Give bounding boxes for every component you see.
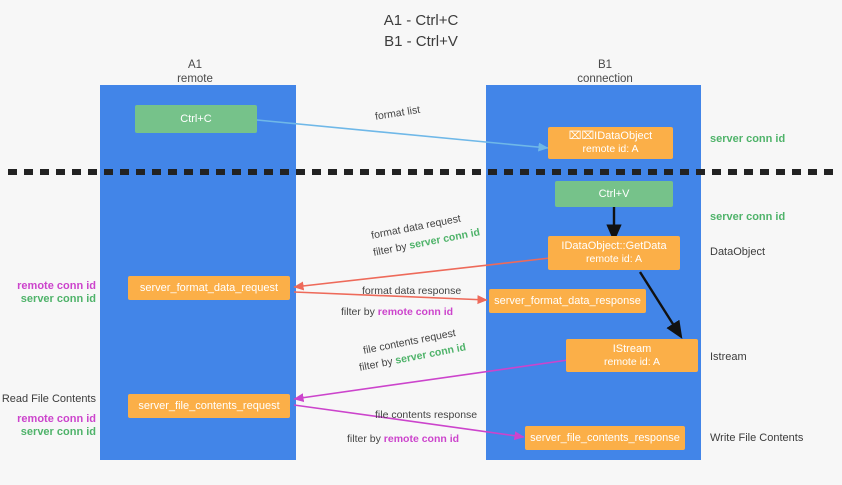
node-getdata-line1: IDataObject::GetData	[561, 240, 667, 252]
node-ctrl-c-label: Ctrl+C	[180, 112, 212, 125]
lane-header-a1-subtitle: remote	[177, 73, 213, 85]
node-ctrl-v-label: Ctrl+V	[598, 187, 630, 200]
filter-key-remote-conn-id: remote conn id	[377, 306, 454, 318]
lane-header-b1-title: B1	[597, 59, 613, 71]
filter-prefix: filter by	[347, 433, 384, 445]
edge-label-format-list: format list	[374, 103, 421, 124]
annotation-server-conn-id-2: server conn id	[20, 426, 96, 438]
page-title: A1 - Ctrl+C B1 - Ctrl+V	[0, 10, 842, 52]
node-server-file-contents-response[interactable]: server_file_contents_response	[525, 426, 685, 450]
node-ole-idataobject-line2: remote id: A	[582, 143, 639, 155]
edge-label-format-data-response-text: format data response	[362, 285, 462, 297]
filter-prefix: filter by	[341, 306, 378, 318]
edge-label-format-data-response: format data response	[362, 284, 461, 298]
annotation-istream: Istream	[710, 351, 747, 363]
filter-prefix: filter by	[372, 239, 411, 259]
node-server-file-contents-response-label: server_file_contents_response	[530, 431, 680, 444]
annotation-server-conn-id-top: server conn id	[710, 133, 786, 145]
edge-label-format-list-text: format list	[374, 103, 421, 123]
title-line-1: A1 - Ctrl+C	[383, 12, 459, 29]
node-ctrl-v[interactable]: Ctrl+V	[555, 181, 673, 207]
annotation-remote-conn-id-2: remote conn id	[17, 413, 96, 425]
annotation-read-file-contents: Read File Contents	[1, 393, 96, 405]
node-ole-idataobject[interactable]: ⌧⌧IDataObject remote id: A	[548, 127, 673, 159]
edge-label-file-contents-response-filter: filter by remote conn id	[347, 432, 459, 446]
lane-header-b1-subtitle: connection	[577, 73, 633, 85]
node-server-file-contents-request-label: server_file_contents_request	[138, 399, 280, 412]
annotation-dataobject: DataObject	[710, 246, 766, 258]
title-line-2: B1 - Ctrl+V	[384, 33, 458, 50]
annotation-server-conn-id-second: server conn id	[710, 211, 786, 223]
node-istream[interactable]: IStream remote id: A	[566, 339, 698, 372]
node-getdata-line2: remote id: A	[585, 253, 643, 265]
annotation-write-file-contents: Write File Contents	[710, 432, 804, 444]
node-ole-idataobject-line1: ⌧⌧IDataObject	[568, 130, 653, 142]
lane-header-b1: B1 connection	[545, 58, 665, 86]
annotation-server-conn-id-1: server conn id	[20, 293, 96, 305]
edge-label-file-contents-response-text: file contents response	[375, 409, 478, 421]
node-server-format-data-response-label: server_format_data_response	[494, 294, 641, 307]
node-ctrl-c[interactable]: Ctrl+C	[135, 105, 257, 133]
node-server-format-data-response[interactable]: server_format_data_response	[489, 289, 646, 313]
lane-header-a1: A1 remote	[135, 58, 255, 86]
node-getdata[interactable]: IDataObject::GetData remote id: A	[548, 236, 680, 270]
edge-label-file-contents-response: file contents response	[375, 408, 477, 422]
annotation-remote-conn-id-1: remote conn id	[17, 280, 96, 292]
node-server-format-data-request[interactable]: server_format_data_request	[128, 276, 290, 300]
node-istream-line1: IStream	[612, 342, 652, 355]
edge-label-format-data-response-filter: filter by remote conn id	[341, 305, 453, 319]
node-server-file-contents-request[interactable]: server_file_contents_request	[128, 394, 290, 418]
node-istream-line2: remote id: A	[603, 355, 661, 368]
filter-key-remote-conn-id: remote conn id	[383, 433, 460, 445]
lane-header-a1-title: A1	[187, 59, 203, 71]
node-server-format-data-request-label: server_format_data_request	[139, 281, 279, 294]
